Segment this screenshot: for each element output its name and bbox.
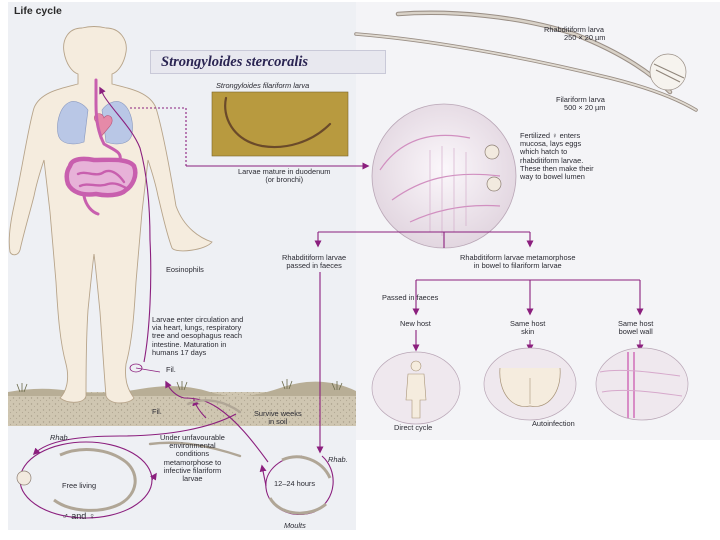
- free-living-label: Free living: [62, 481, 97, 490]
- arrow-branching: [314, 231, 644, 454]
- rhab-label-right: Rhab.: [328, 455, 348, 464]
- fertilized-female-label: Fertilized ♀ enters mucosa, lays eggs wh…: [520, 131, 594, 182]
- filariform-larva-micrograph: [211, 91, 349, 157]
- lungs: [57, 101, 133, 145]
- diagram-title: Life cycle: [14, 5, 62, 17]
- larva-tip-inset: [649, 53, 687, 91]
- autoinfection-vignette: [483, 347, 577, 421]
- eosinophils-label: Eosinophils: [166, 265, 204, 274]
- species-name: Strongyloides stercoralis: [161, 54, 309, 70]
- passed-in-faeces-label: Passed in faeces: [382, 293, 439, 302]
- fil-label-soil: Fil.: [152, 407, 162, 416]
- filariform-larva-drawing: [354, 32, 698, 112]
- intestinal-mucosa-bubble: [371, 103, 517, 249]
- rhabditiform-larva-drawing: [395, 10, 673, 95]
- filariform-larva-label: Filariform larva 500 × 20 µm: [556, 95, 606, 113]
- direct-cycle-vignette: [371, 351, 461, 425]
- foot-marker: [129, 363, 161, 373]
- autoinfection-caption: Autoinfection: [532, 419, 575, 428]
- unfavourable-conditions-label: Under unfavourable environmental conditi…: [160, 433, 225, 484]
- soil-moult-cycle: [259, 455, 334, 516]
- bottom-right-margin: [356, 440, 720, 540]
- moults-label: Moults: [284, 521, 306, 530]
- rhabditiform-larva-label: Rhabditiform larva 250 × 20 µm: [544, 25, 606, 43]
- soil-larvae: [148, 399, 242, 458]
- left-margin: [0, 0, 8, 540]
- metamorphose-label: Rhabditiform larvae metamorphose in bowe…: [460, 253, 576, 271]
- circulation-label: Larvae enter circulation and via heart, …: [152, 315, 244, 357]
- route-same-host-bowel-label: Same host bowel wall: [618, 319, 654, 337]
- duodenum-label: Larvae mature in duodenum (or bronchi): [238, 167, 331, 185]
- sexes-label: ♂ and ♀: [62, 511, 96, 521]
- direct-cycle-caption: Direct cycle: [394, 423, 433, 432]
- micrograph-caption: Strongyloides filariform larva: [216, 81, 310, 90]
- route-same-host-skin-label: Same host skin: [510, 319, 546, 337]
- migration-route: [99, 86, 187, 363]
- route-new-host-label: New host: [400, 319, 431, 328]
- bowel-wall-vignette: [595, 347, 689, 421]
- free-living-cycle: [16, 441, 157, 519]
- fil-label-top: Fil.: [166, 365, 176, 374]
- rhab-label-left: Rhab.: [50, 433, 70, 442]
- hours-label: 12–24 hours: [274, 479, 316, 488]
- grass-tufts: [16, 379, 343, 393]
- species-name-banner: Strongyloides stercoralis: [150, 50, 386, 74]
- digestive-tract: [64, 78, 138, 216]
- rhabditiform-passed-label: Rhabditiform larvae passed in faeces: [282, 253, 347, 271]
- survive-in-soil-label: Survive weeks in soil: [254, 409, 302, 427]
